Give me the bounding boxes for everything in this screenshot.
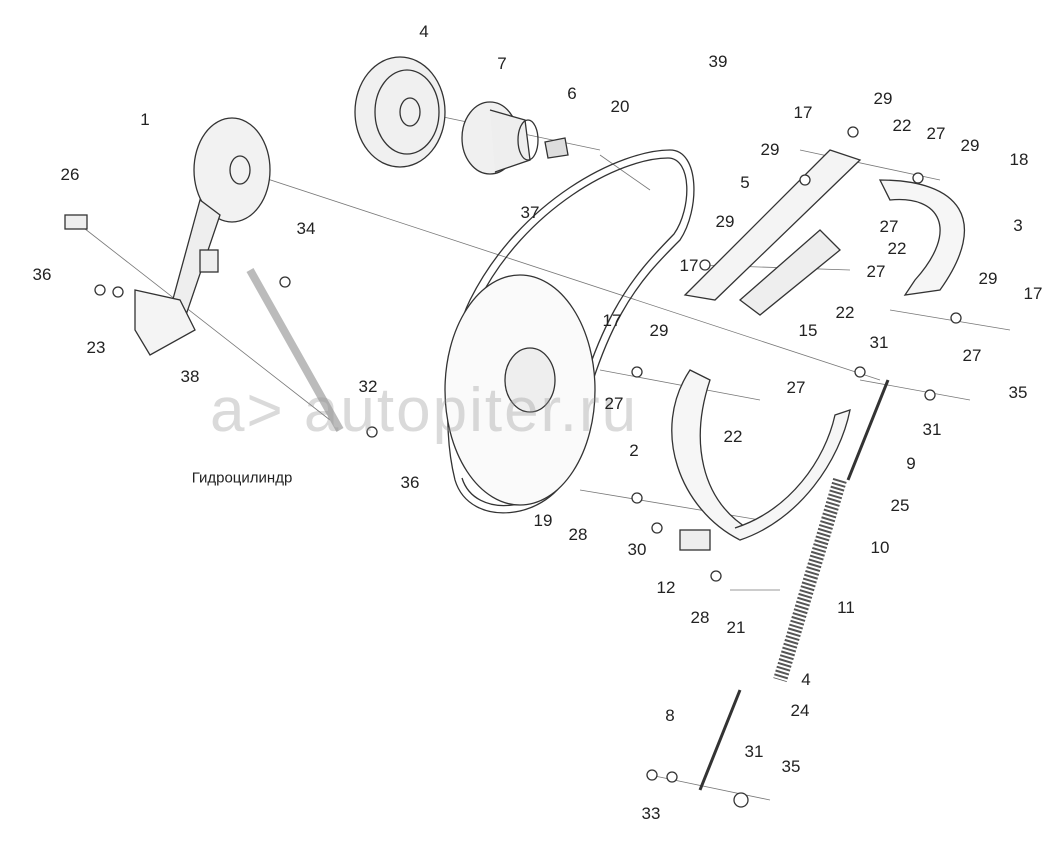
callout-label: 22 [723,427,743,446]
callout-label: 25 [890,496,910,515]
callout-label: 2 [629,441,639,460]
callout-label: 39 [708,52,728,71]
callout-label: 11 [837,598,855,617]
watermark: a> autopiter.ru [210,376,639,445]
callout-label: 34 [296,219,316,238]
callout-label: 35 [1008,383,1028,402]
guard-2-band [734,409,851,541]
callout-label: 17 [679,256,699,275]
belt-39 [447,149,695,514]
spring-11 [773,477,847,683]
hydraulic-cylinder-caption: Гидроцилиндр [191,469,293,487]
tensioner-pulley-1 [134,117,271,356]
sleeve-30 [679,529,711,551]
guard-3 [878,179,966,296]
callout-label: 29 [960,136,980,155]
callout-label: 28 [568,525,588,544]
callout-label: 15 [798,321,818,340]
callout-label: 35 [781,757,801,776]
callout-label: 33 [641,804,661,823]
callout-label: 20 [610,97,630,116]
callout-label: 31 [869,333,889,352]
callout-label: 29 [715,212,735,231]
guard-2 [671,369,752,541]
bracket-15 [738,229,841,316]
callout-label: 3 [1013,216,1023,235]
callout-label: 29 [649,321,669,340]
callout-label: 29 [760,140,780,159]
hub-7 [461,101,539,175]
callout-label: 1 [140,110,150,129]
washers [94,126,962,808]
callout-label: 37 [520,203,540,222]
callout-label: 12 [656,578,676,597]
callout-label: 24 [790,701,810,720]
callout-label: 22 [835,303,855,322]
callout-label: 31 [922,420,942,439]
callout-label: 8 [665,706,675,725]
rod-8 [698,689,742,791]
callout-label: 26 [60,165,80,184]
callout-label: 36 [400,473,420,492]
callout-label: 22 [892,116,912,135]
callout-label: 27 [786,378,806,397]
callout-label: 4 [419,22,429,41]
callout-label: 5 [740,173,750,192]
callout-label: 23 [86,338,106,357]
callout-label: 28 [690,608,710,627]
callout-label: 27 [926,124,946,143]
callout-label: 10 [870,538,890,557]
callout-label: 29 [978,269,998,288]
callout-label: 9 [906,454,916,473]
callout-label: 38 [180,367,200,386]
callout-label: 27 [962,346,982,365]
callout-label: 27 [604,394,624,413]
drive-wheel [444,274,596,506]
callout-label: 31 [744,742,764,761]
callout-label: 32 [358,377,378,396]
rod-9 [846,379,890,481]
bracket-5 [683,149,862,301]
pin-26 [64,214,88,230]
callout-label: 36 [32,265,52,284]
hydraulic-cylinder [246,268,344,432]
callout-label: 19 [533,511,553,530]
callout-label: 7 [497,54,507,73]
callout-label: 17 [602,311,622,330]
callout-label: 18 [1009,150,1029,169]
callout-label: 29 [873,89,893,108]
callout-label: 6 [567,84,577,103]
callout-label: 21 [726,618,746,637]
pulley-4 [354,56,446,168]
callout-label: 17 [793,103,813,122]
callout-label: 30 [627,540,647,559]
clamp-6 [544,137,569,159]
callout-label: 17 [1023,284,1043,303]
callout-label: 22 [887,239,907,258]
callout-label: 4 [801,670,811,689]
callout-label: 27 [866,262,886,281]
callout-label: 27 [879,217,899,236]
